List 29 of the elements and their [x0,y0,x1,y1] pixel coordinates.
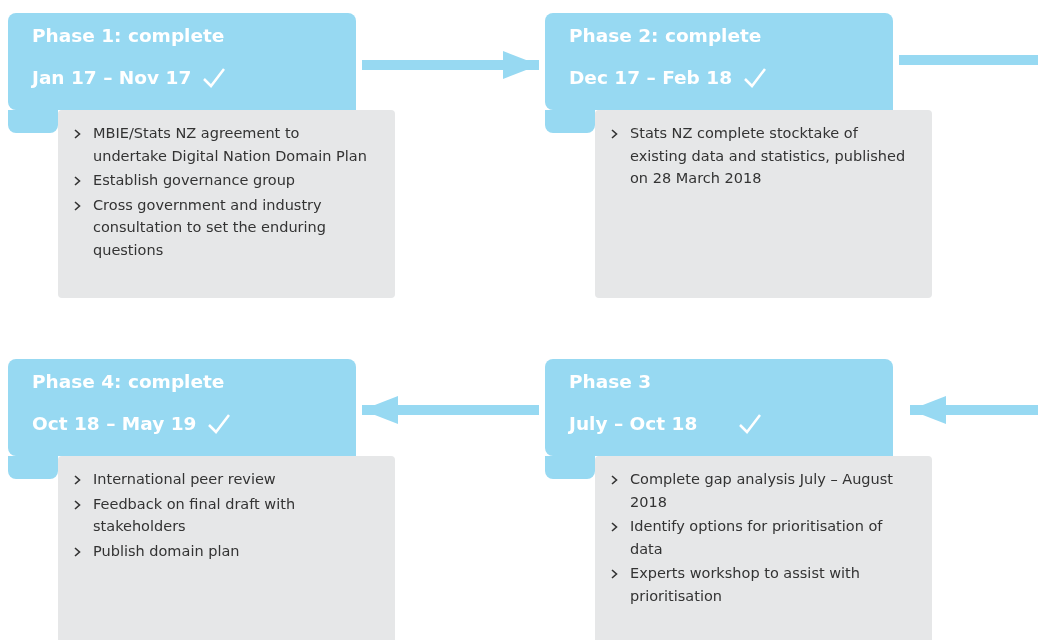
task-text: Cross government and industry consultation to set the enduring questions [93,195,327,260]
date-range: Oct 18 – May 19 [32,412,197,436]
task-list-box [58,110,395,298]
task-text: Identify options for prioritisation of data [630,517,884,559]
arrow [910,396,1038,424]
task-text: International peer review [93,470,276,489]
task-text: Establish governance group [93,171,296,190]
arrow [362,51,539,79]
date-range: Jan 17 – Nov 17 [32,66,192,90]
date-range: July – Oct 18 [569,412,698,436]
arrow [362,396,539,424]
phase-header-box [545,13,893,110]
task-text: Feedback on final draft with stakeholders [93,494,297,536]
task-text: MBIE/Stats NZ agreement to undertake Digital Nation Domain Plan [93,124,368,166]
phase-title: Phase 2: complete [569,24,762,48]
phase-header-box [8,359,356,456]
task-text: Publish domain plan [93,541,240,561]
phase-header-box [545,359,893,456]
phase-header-box [8,13,356,110]
phase-title: Phase 3 [569,370,652,394]
phase-title: Phase 4: complete [32,370,225,394]
task-text: Experts workshop to assist with prioritisation [630,564,861,606]
task-list-box [58,456,395,640]
task-text: Complete gap analysis July – August 2018 [630,470,894,512]
task-list-box [595,110,932,298]
date-range: Dec 17 – Feb 18 [569,66,733,90]
task-text: Stats NZ complete stocktake of existing data and statistics, published on 28 March 2018 [630,124,907,188]
task-list-box [595,456,932,640]
phase-title: Phase 1: complete [32,24,225,48]
